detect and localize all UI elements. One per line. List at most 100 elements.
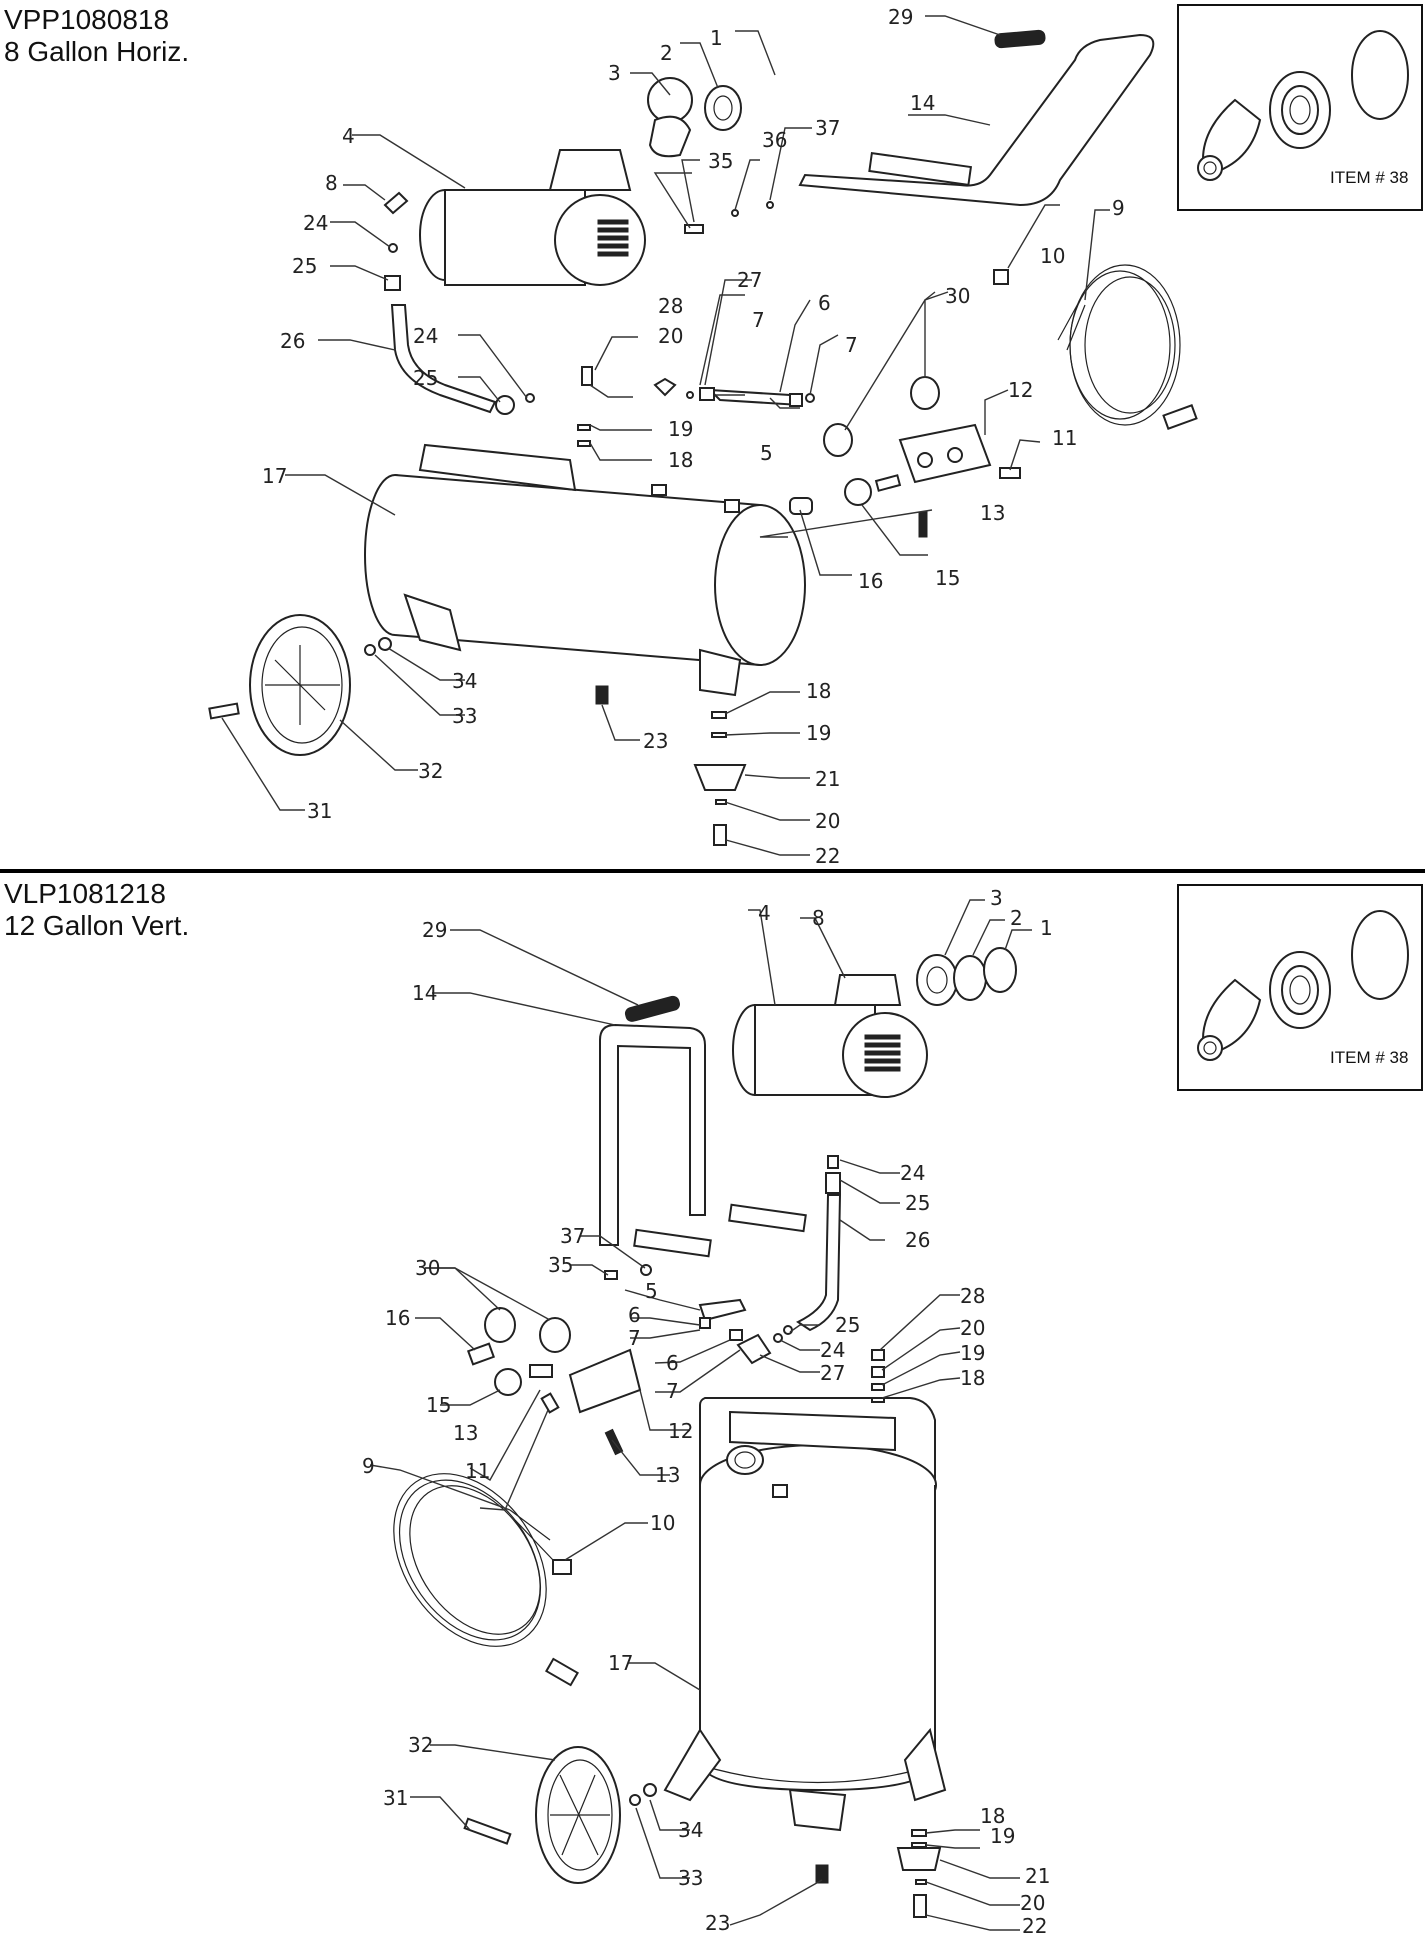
bottom-callout-14: 14	[412, 981, 437, 1005]
bottom-callout-8: 8	[812, 906, 825, 930]
top-callout-9: 9	[1112, 196, 1125, 220]
bottom-callout-37: 37	[560, 1224, 585, 1248]
top-callout-32: 32	[418, 759, 443, 783]
top-model-description: 8 Gallon Horiz.	[4, 36, 190, 67]
bottom-callout-4: 4	[758, 901, 771, 925]
bottom-callout-labels: 1 2 3 4 5 6 6 7 7 8 9 10 11 12 13 13 14 …	[362, 886, 1053, 1933]
bottom-callout-17: 17	[608, 1651, 633, 1675]
bottom-callout-13b: 13	[655, 1463, 680, 1487]
top-inset-item-38: ITEM # 38	[1177, 4, 1423, 211]
bottom-callout-21: 21	[1025, 1864, 1050, 1888]
bottom-callout-18a: 18	[960, 1366, 985, 1390]
top-callout-35: 35	[708, 149, 733, 173]
top-callout-25b: 25	[413, 366, 438, 390]
top-callout-31: 31	[307, 799, 332, 823]
bottom-gauges-and-switch	[466, 1307, 642, 1456]
top-callout-5: 5	[760, 441, 773, 465]
bottom-inset-item-38: ITEM # 38	[1177, 884, 1423, 1091]
bottom-diagram-title: VLP1081218 12 Gallon Vert.	[4, 878, 189, 942]
top-callout-24b: 24	[413, 324, 438, 348]
top-tank-part	[364, 443, 806, 697]
top-callout-29: 29	[888, 5, 913, 29]
bottom-callout-24b: 24	[820, 1338, 845, 1362]
top-filter-parts	[647, 77, 742, 158]
top-inset-filter-housing-icon	[1197, 98, 1262, 181]
top-callout-labels: 1 2 3 4 5 6 7 7 8 9 10 11 12 13 14 15 16…	[262, 5, 1125, 868]
bottom-callout-18b: 18	[980, 1804, 1005, 1828]
top-inset-filter-element-icon	[1269, 71, 1331, 149]
bottom-callout-1: 1	[1040, 916, 1053, 940]
top-callout-26: 26	[280, 329, 305, 353]
bottom-callout-19a: 19	[960, 1341, 985, 1365]
top-callout-19b: 19	[806, 721, 831, 745]
bottom-callout-20b: 20	[1020, 1891, 1045, 1915]
bottom-inset-filter-element-icon	[1269, 951, 1331, 1029]
bottom-callout-5: 5	[645, 1279, 658, 1303]
bottom-tank-part	[663, 1397, 947, 1832]
top-manifold-part	[699, 387, 815, 407]
bottom-spring-part	[624, 995, 681, 1022]
bottom-callout-22: 22	[1022, 1914, 1047, 1933]
top-callout-22: 22	[815, 844, 840, 868]
top-callout-18a: 18	[668, 448, 693, 472]
top-callout-36: 36	[762, 128, 787, 152]
bottom-callout-7b: 7	[666, 1379, 679, 1403]
top-callout-8: 8	[325, 171, 338, 195]
bottom-callout-24a: 24	[900, 1161, 925, 1185]
top-callout-25a: 25	[292, 254, 317, 278]
top-callout-3: 3	[608, 61, 621, 85]
top-callout-34: 34	[452, 669, 477, 693]
bottom-callout-31: 31	[383, 1786, 408, 1810]
bottom-callout-35: 35	[548, 1253, 573, 1277]
bottom-filter-parts	[916, 947, 1017, 1006]
bottom-callout-28: 28	[960, 1284, 985, 1308]
bottom-callout-29: 29	[422, 918, 447, 942]
bottom-foot-parts	[815, 1349, 942, 1918]
top-callout-28: 28	[658, 294, 683, 318]
bottom-callout-3: 3	[990, 886, 1003, 910]
bottom-callout-25a: 25	[905, 1191, 930, 1215]
top-callout-11: 11	[1052, 426, 1077, 450]
top-wheel-part	[208, 614, 392, 756]
top-callout-20a: 20	[658, 324, 683, 348]
top-handle-part	[798, 33, 1155, 207]
bottom-callout-34: 34	[678, 1818, 703, 1842]
top-power-cord-part	[993, 264, 1198, 430]
bottom-callout-32: 32	[408, 1733, 433, 1757]
top-callout-7a: 7	[752, 308, 765, 332]
bottom-power-cord-part	[393, 1473, 579, 1687]
bottom-callout-27: 27	[820, 1361, 845, 1385]
top-callout-14: 14	[910, 91, 935, 115]
bottom-inset-filter-cover-icon	[1351, 910, 1409, 1000]
top-callout-30: 30	[945, 284, 970, 308]
top-callout-2: 2	[660, 41, 673, 65]
bottom-callout-10: 10	[650, 1511, 675, 1535]
top-tube-part	[390, 304, 497, 414]
top-callout-10: 10	[1040, 244, 1065, 268]
bottom-callout-9: 9	[362, 1454, 375, 1478]
bottom-model-number: VLP1081218	[4, 878, 166, 909]
bottom-tube-part	[796, 1155, 842, 1332]
top-callout-6: 6	[818, 291, 831, 315]
bottom-exploded-diagram: ITEM # 38	[362, 884, 1423, 1933]
top-model-number: VPP1080818	[4, 4, 170, 35]
bottom-callout-13a: 13	[453, 1421, 478, 1445]
top-callout-33: 33	[452, 704, 477, 728]
top-diagram-title: VPP1080818 8 Gallon Horiz.	[4, 4, 189, 68]
bottom-leader-lines	[369, 899, 1032, 1931]
top-callout-21: 21	[815, 767, 840, 791]
bottom-callout-19b: 19	[990, 1824, 1015, 1848]
top-callout-17: 17	[262, 464, 287, 488]
bottom-inset-filter-housing-icon	[1197, 978, 1262, 1061]
bottom-callout-16: 16	[385, 1306, 410, 1330]
top-inset-caption: ITEM # 38	[1330, 168, 1408, 187]
bottom-callout-2: 2	[1010, 906, 1023, 930]
top-callout-27: 27	[737, 268, 762, 292]
bottom-callout-12: 12	[668, 1419, 693, 1443]
top-callout-19a: 19	[668, 417, 693, 441]
top-callout-13: 13	[980, 501, 1005, 525]
bottom-callout-30: 30	[415, 1256, 440, 1280]
bottom-model-description: 12 Gallon Vert.	[4, 910, 190, 941]
bottom-callout-33: 33	[678, 1866, 703, 1890]
